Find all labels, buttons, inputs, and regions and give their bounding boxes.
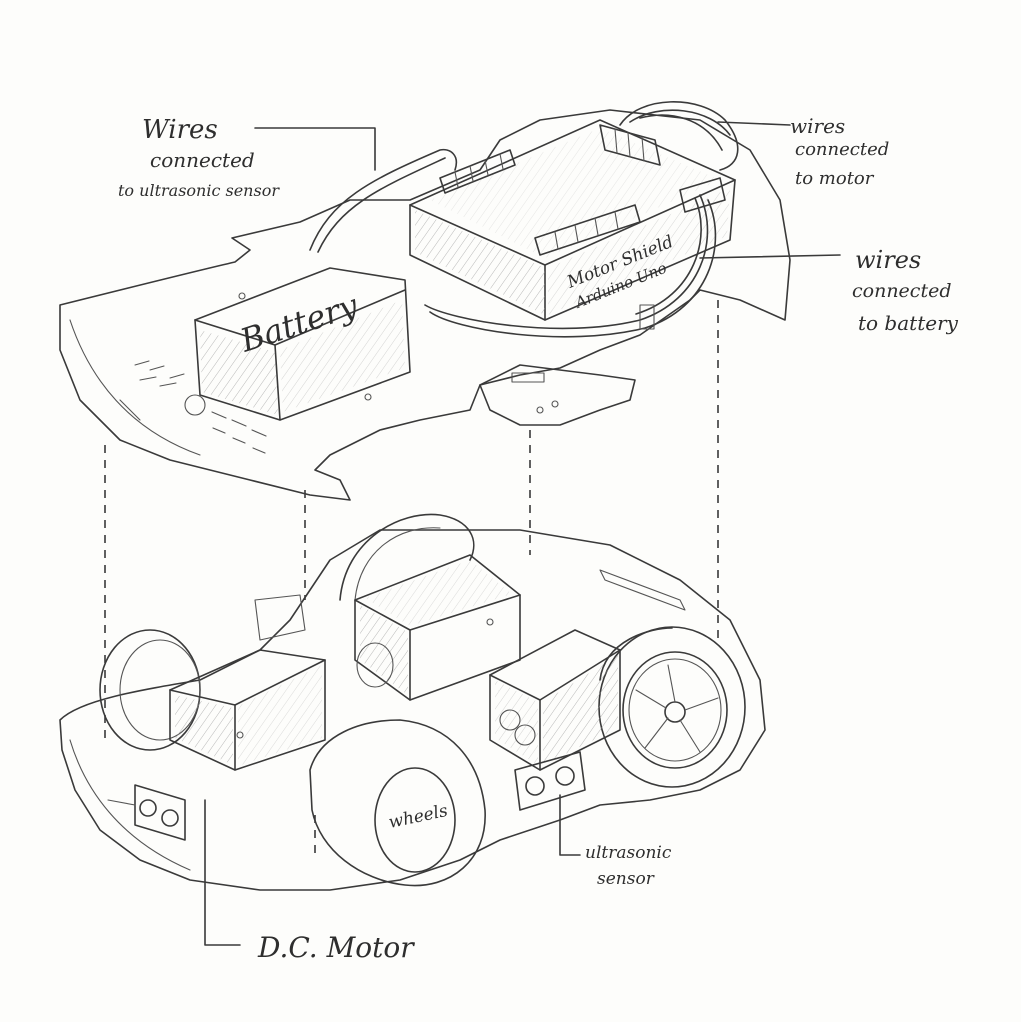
wire-bundles [309, 101, 739, 338]
bottom-chassis-plate [59, 529, 766, 891]
wheels-label: wheels [387, 801, 450, 833]
wheel-front-right [598, 626, 746, 788]
header-pins [439, 124, 726, 256]
dc-motor-front [489, 629, 621, 771]
ultrasonic-sensor-front [514, 751, 586, 811]
dc-motor-label: D.C. Motor [257, 931, 415, 964]
wires-ultrasonic-line1: Wires [142, 115, 218, 145]
wires-motor-line3: to motor [795, 168, 875, 189]
wires-motor-line1: wires [790, 114, 845, 138]
leader-lines [204, 121, 841, 946]
ultrasonic-label-line2: sensor [597, 869, 655, 889]
battery: Battery [194, 267, 411, 421]
ultrasonic-label-line1: ultrasonic [585, 843, 672, 863]
wires-battery-line2: connected [852, 280, 951, 302]
wires-battery-line3: to battery [858, 311, 959, 335]
ultrasonic-sensor-side [107, 784, 186, 841]
wheel-rear-left [99, 629, 201, 751]
wires-ultrasonic-line3: to ultrasonic sensor [118, 181, 280, 200]
wires-motor-line2: connected [795, 139, 889, 160]
plate-vents [119, 360, 267, 454]
wires-ultrasonic-line2: connected [150, 148, 255, 172]
top-chassis-plate [59, 109, 791, 501]
callout-labels: Wires connected to ultrasonic sensor wir… [118, 114, 959, 964]
wires-battery-line1: wires [855, 246, 921, 274]
dc-motor-left [169, 594, 326, 771]
wheel-rear-right [339, 513, 475, 601]
